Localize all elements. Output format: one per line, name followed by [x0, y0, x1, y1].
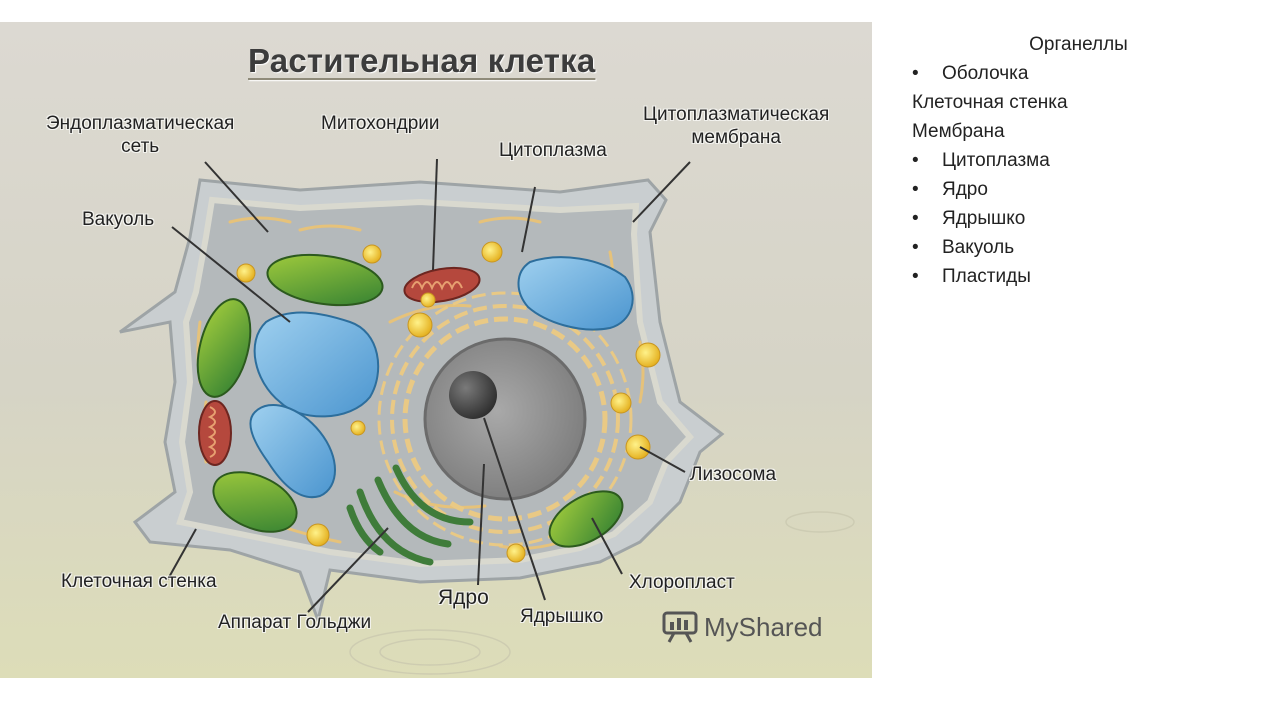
golgi-apparatus [346, 464, 474, 566]
organelles-heading: Органеллы [1029, 34, 1128, 55]
label-vacuole: Вакуоль [82, 209, 155, 230]
er-rings [377, 291, 633, 547]
mitochondrion-1 [403, 266, 481, 304]
organelle-item: Мембрана [912, 121, 1005, 142]
organelle-item: Ядрышко [912, 204, 1252, 233]
plant-cell-illustration [119, 158, 855, 675]
label-membrane-line-2: мембрана [691, 127, 781, 148]
vacuole-1 [253, 311, 380, 418]
organelle-item: Вакуоль [912, 233, 1252, 262]
vacuole-2 [249, 403, 336, 499]
label-lysosome: Лизосома [690, 464, 777, 485]
chloroplast-3 [212, 471, 298, 533]
label-er: Эндоплазматическая сеть [46, 112, 234, 158]
plant-cell-diagram: Растительная клетка Эндоплазматическая с… [0, 22, 872, 678]
label-er-line-1: Эндоплазматическая [46, 113, 235, 134]
lysosomes [236, 241, 661, 563]
label-cell-wall: Клеточная стенка [61, 571, 217, 592]
chloroplast-4 [548, 490, 624, 548]
label-nucleus: Ядро [438, 586, 489, 609]
organelle-item: Клеточная стенка [912, 92, 1068, 113]
chloroplast-2 [196, 298, 252, 398]
label-leader-lines [167, 158, 691, 613]
diagram-title: Растительная клетка [248, 42, 596, 79]
label-nucleolus: Ядрышко [520, 606, 604, 627]
organelle-item: Ядро [912, 175, 1252, 204]
ripple-decor [349, 511, 855, 675]
vacuole-3 [517, 256, 634, 331]
label-membrane: Цитоплазматическая мембрана [643, 103, 829, 149]
label-er-line-2: сеть [121, 136, 160, 157]
presentation-board-icon [662, 611, 698, 643]
label-cytoplasm: Цитоплазма [499, 140, 607, 161]
watermark: MyShared [662, 610, 823, 644]
nucleus [423, 337, 587, 501]
label-mitochondria: Митохондрии [321, 113, 440, 134]
watermark-text: MyShared [704, 611, 823, 642]
organelle-item: Цитоплазма [912, 146, 1252, 175]
label-membrane-line-1: Цитоплазматическая [643, 104, 830, 125]
label-chloroplast: Хлоропласт [629, 572, 735, 593]
chloroplast-1 [266, 253, 384, 307]
organelle-item: Пластиды [912, 262, 1252, 291]
mitochondrion-2 [198, 400, 232, 466]
label-golgi: Аппарат Гольджи [218, 612, 372, 633]
organelle-item: Оболочка [912, 59, 1252, 88]
nucleolus [449, 371, 497, 419]
